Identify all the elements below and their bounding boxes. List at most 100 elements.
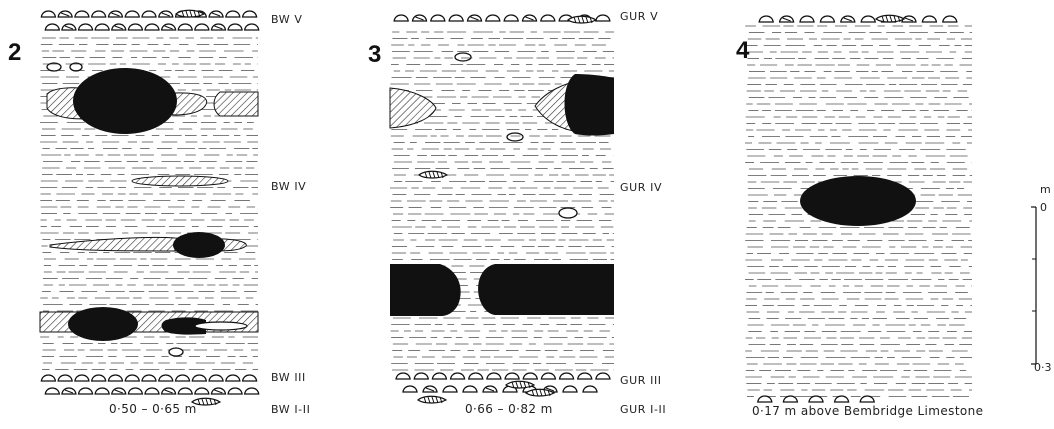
shell-fragment xyxy=(92,375,106,381)
section-3-horizon-label: GUR III xyxy=(620,374,662,387)
scale-bar: m 0 0·3 xyxy=(1031,183,1052,374)
shell-fragment xyxy=(145,24,159,30)
section-2-shell-bed-bottom xyxy=(41,375,258,394)
shell-fragment xyxy=(228,24,242,30)
shell-fragment xyxy=(759,16,773,22)
shell-fragment xyxy=(800,16,814,22)
scale-bottom-label: 0·3 xyxy=(1034,361,1052,374)
small-shell xyxy=(559,208,577,218)
shell-fragment xyxy=(95,388,109,394)
shell-fragment xyxy=(226,11,240,17)
shell-fragment xyxy=(463,386,477,392)
shell-fragment xyxy=(128,388,142,394)
small-shell xyxy=(507,133,523,141)
shell-fragment xyxy=(396,373,410,379)
section-2-horizon-label: BW V xyxy=(271,13,302,26)
shell-fragment xyxy=(125,11,139,17)
shell-fragment xyxy=(128,24,142,30)
shell-fragment xyxy=(431,15,445,21)
shell-fragment xyxy=(41,375,55,381)
shell-fragment xyxy=(228,388,242,394)
shell-fragment xyxy=(209,375,223,381)
black-concretion xyxy=(800,176,916,226)
shell-fragment xyxy=(159,375,173,381)
shell-fragment xyxy=(245,388,259,394)
shell-fragment xyxy=(79,24,93,30)
shell-fragment xyxy=(486,15,500,21)
shell-fragment xyxy=(394,15,408,21)
shell-fragment xyxy=(578,373,592,379)
section-3-shell-bed-bottom xyxy=(396,373,610,392)
shell-fragment xyxy=(449,15,463,21)
section-3-horizon-label: GUR I-II xyxy=(620,403,666,416)
black-concretion xyxy=(68,307,138,341)
black-concretion xyxy=(478,264,614,315)
shell-fragment xyxy=(245,24,259,30)
shell-fragment xyxy=(108,375,122,381)
section-4-nodules xyxy=(800,176,916,226)
shell-fragment xyxy=(541,15,555,21)
shell-fragment xyxy=(176,375,190,381)
section-3-horizon-label: GUR V xyxy=(620,10,658,23)
shell-fragment xyxy=(443,386,457,392)
scale-top-label: 0 xyxy=(1040,201,1047,214)
shell-fragment xyxy=(195,388,209,394)
shell-fragment xyxy=(95,24,109,30)
shell-fragment xyxy=(226,375,240,381)
shell-fragment xyxy=(596,373,610,379)
shell-fragment xyxy=(45,24,59,30)
shell-fragment xyxy=(451,373,465,379)
shell-fragment xyxy=(403,386,417,392)
section-3-nodules xyxy=(390,53,614,316)
hatched-lens xyxy=(214,92,258,116)
shell-fragment xyxy=(75,11,89,17)
open-lens xyxy=(195,322,247,330)
shell-fragment xyxy=(178,388,192,394)
shell-fragment xyxy=(125,375,139,381)
shell-fragment xyxy=(469,373,483,379)
shell-fragment xyxy=(192,375,206,381)
shell-fragment xyxy=(243,11,257,17)
black-concretion xyxy=(564,74,614,136)
hatched-lens xyxy=(390,88,436,128)
shell-fragment xyxy=(596,15,610,21)
hatched-lens xyxy=(132,176,228,186)
section-2-caption: 0·50 – 0·65 m xyxy=(109,402,197,416)
section-2-horizon-label: BW IV xyxy=(271,180,306,193)
shell-fragment xyxy=(79,388,93,394)
section-2-horizon-label: BW I-II xyxy=(271,403,310,416)
black-concretion xyxy=(173,232,225,258)
shell-fragment xyxy=(195,24,209,30)
shell-fragment xyxy=(820,16,834,22)
black-concretion xyxy=(73,68,177,134)
section-4-caption: 0·17 m above Bembridge Limestone xyxy=(752,404,983,418)
shell-fragment xyxy=(563,386,577,392)
section-2-nodules xyxy=(40,63,258,356)
shell-fragment xyxy=(861,16,875,22)
shell-fragment xyxy=(504,15,518,21)
shell-fragment xyxy=(41,11,55,17)
shell-fragment xyxy=(142,11,156,17)
section-3-number: 3 xyxy=(368,41,381,68)
section-3-caption: 0·66 – 0·82 m xyxy=(465,402,553,416)
section-2-shell-bed-top xyxy=(41,11,258,30)
small-shell xyxy=(455,53,471,61)
shell-fragment xyxy=(583,386,597,392)
shell-fragment xyxy=(943,16,957,22)
section-2-number: 2 xyxy=(8,39,21,66)
shell-fragment xyxy=(45,388,59,394)
shell-fragment xyxy=(487,373,501,379)
shell-fragment xyxy=(432,373,446,379)
shell-fragment xyxy=(75,375,89,381)
shell-fragment xyxy=(505,373,519,379)
shell-fragment xyxy=(414,373,428,379)
shell-fragment xyxy=(922,16,936,22)
shell-fragment xyxy=(560,373,574,379)
shell-fragment xyxy=(92,11,106,17)
shell-fragment xyxy=(178,24,192,30)
shell-fragment xyxy=(145,388,159,394)
shell-fragment xyxy=(142,375,156,381)
small-shell xyxy=(169,348,183,356)
section-3-horizon-label: GUR IV xyxy=(620,181,662,194)
